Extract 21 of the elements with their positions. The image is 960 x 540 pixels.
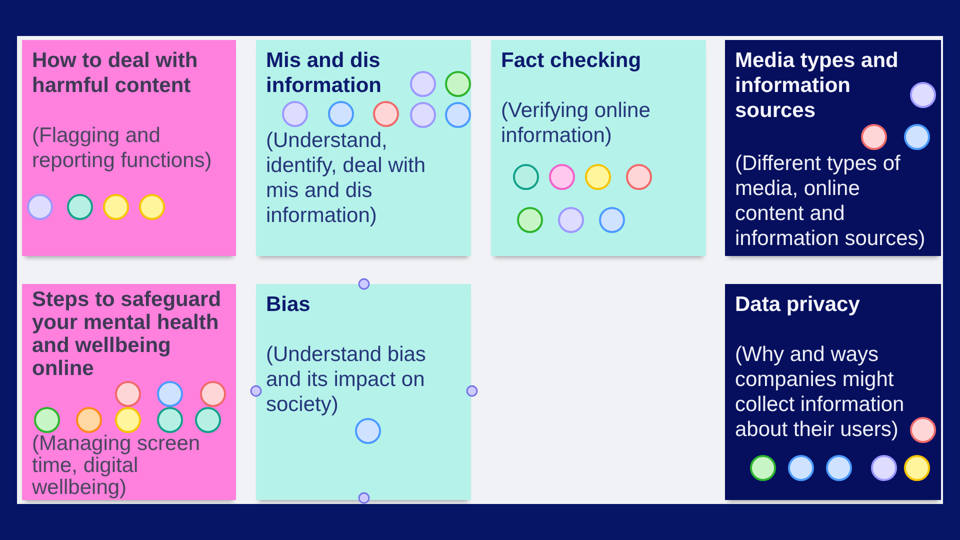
sticky-note	[725, 40, 941, 256]
note-description: (Understand, identify, deal with mis and dis information)	[266, 128, 427, 228]
note-description: (Different types of media, online content and information sources)	[735, 151, 926, 251]
note-description: (Managing screen time, digital wellbeing)	[32, 433, 202, 499]
note-heading: Media types and information sources	[735, 48, 900, 123]
note-heading: Mis and dis information	[266, 48, 382, 98]
note-heading: Steps to safeguard your mental health and wellbeing online	[32, 288, 222, 380]
sticky-note	[725, 284, 941, 500]
sticky-note	[256, 284, 471, 500]
note-description: (Why and ways companies might collect information about their users)	[735, 342, 906, 442]
note-heading: Bias	[266, 292, 312, 317]
note-heading: Fact checking	[501, 48, 642, 73]
sticky-note	[491, 40, 706, 256]
sticky-note	[256, 40, 471, 256]
sticky-note	[22, 40, 236, 256]
note-heading: How to deal with harmful content	[32, 48, 199, 98]
note-description: (Flagging and reporting functions)	[32, 123, 213, 173]
sticky-note	[22, 284, 236, 500]
note-description: (Verifying online information)	[501, 98, 652, 148]
note-description: (Understand bias and its impact on society)	[266, 342, 427, 417]
note-heading: Data privacy	[735, 292, 861, 317]
